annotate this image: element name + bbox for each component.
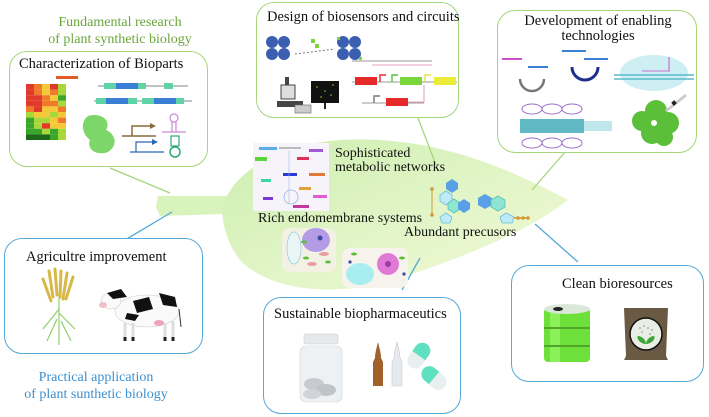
heatmap-cell — [34, 100, 42, 107]
heatmap-cell — [34, 95, 42, 101]
biofuel-barrel-icon — [544, 304, 590, 362]
heatmap-cell — [58, 134, 66, 140]
box-title-bioresources: Clean bioresources — [562, 276, 673, 292]
heatmap-cell — [42, 128, 50, 135]
ampoule-icon — [373, 342, 383, 386]
heatmap-cell — [58, 89, 66, 96]
heatmap-cell — [50, 117, 58, 124]
box-title-biopharma: Sustainable biopharmaceutics — [274, 306, 447, 322]
crispr-icon — [614, 55, 694, 91]
heatmap-cell — [42, 95, 50, 101]
heatmap-cell — [26, 100, 34, 107]
plant-cell-icon — [282, 228, 408, 288]
connector-agriculture — [124, 211, 173, 241]
heatmap-cell — [42, 100, 50, 107]
box-title-agriculture: Agricultre improvement — [26, 249, 167, 265]
box-biosensors: Design of biosensors and circuits — [256, 2, 460, 118]
heatmap-cell — [42, 134, 50, 140]
heatmap-cell — [42, 89, 50, 96]
heatmap-cell — [26, 123, 34, 129]
heatmap-cell — [26, 112, 34, 118]
heatmap-cell — [50, 95, 58, 101]
heatmap-cell — [50, 84, 58, 90]
genetic-circuit-icon — [352, 60, 457, 106]
heatmap-cell — [26, 134, 34, 140]
heatmap-cell — [42, 117, 50, 124]
box-title-enabling: Development of enabling technologies — [524, 13, 672, 44]
heatmap-cell — [58, 123, 66, 129]
heatmap-cell — [50, 112, 58, 118]
box-bioparts: Characterization of Bioparts — [9, 51, 208, 167]
heatmap-cell — [50, 128, 58, 135]
connector-enabling — [531, 151, 566, 191]
heatmap-cell — [58, 84, 66, 90]
plant-infiltration-icon — [632, 93, 687, 146]
heatmap-cell — [34, 123, 42, 129]
heatmap-cell — [50, 106, 58, 112]
section-label-practical: Practical application of plant sunthetic… — [24, 370, 168, 402]
promoter-icon — [122, 123, 164, 153]
section-label-fundamental: Fundamental research of plant synthetic … — [48, 15, 192, 47]
heatmap-cell — [50, 100, 58, 107]
box-bioresources: Clean bioresources — [511, 265, 704, 382]
heatmap-cell — [50, 134, 58, 140]
heatmap-cell — [42, 112, 50, 118]
box-title-bioparts: Characterization of Bioparts — [19, 56, 184, 72]
heatmap-icon — [26, 76, 78, 140]
connector-bioresources — [534, 223, 579, 263]
heatmap-cell — [34, 106, 42, 112]
heatmap-cell — [34, 134, 42, 140]
plasmid-assembly-icon — [502, 50, 608, 93]
metabolic-network-icon — [253, 143, 329, 211]
capsule-icon — [407, 342, 447, 390]
nanotube-icon — [520, 103, 612, 149]
box-biopharma: Sustainable biopharmaceutics — [263, 297, 461, 414]
leaf-text-endomembrane: Rich endomembrane systems — [258, 211, 423, 226]
heatmap-cell — [50, 123, 58, 129]
microscope-icon — [277, 77, 339, 114]
protein-icon — [82, 114, 115, 154]
box-title-biosensors: Design of biosensors and circuits — [267, 9, 460, 25]
wheat-icon — [41, 267, 76, 345]
box-enabling: Development of enabling technologies — [497, 10, 697, 153]
heatmap-cell — [58, 117, 66, 124]
heatmap-cell — [34, 128, 42, 135]
heatmap-cell — [34, 89, 42, 96]
precursor-molecule-icon — [430, 179, 530, 224]
heatmap-cell — [34, 84, 42, 90]
heatmap-cell — [58, 128, 66, 135]
heatmap-cell — [58, 106, 66, 112]
leaf-text-metabolic: Sophisticated metabolic networks — [335, 146, 446, 175]
heatmap-cell — [50, 89, 58, 96]
heatmap-cell — [26, 106, 34, 112]
gene-construct-icon — [94, 83, 192, 104]
connector-biosensors — [417, 117, 439, 171]
heatmap-legend — [56, 76, 78, 79]
heatmap-cell — [42, 84, 50, 90]
heatmap-cell — [34, 112, 42, 118]
heatmap-cell — [26, 117, 34, 124]
receptor-protein-icon — [266, 36, 362, 60]
leaf-text-precursors: Abundant precusors — [404, 225, 517, 240]
connector-bioparts — [109, 167, 171, 194]
heatmap-cell — [58, 112, 66, 118]
heatmap-cell — [42, 106, 50, 112]
leaf-stem — [156, 196, 240, 216]
vial-icon — [391, 341, 403, 387]
cow-icon — [99, 289, 182, 341]
heatmap-cell — [58, 100, 66, 107]
heatmap-cell — [26, 95, 34, 101]
pill-bottle-icon — [299, 333, 343, 403]
heatmap-cell — [26, 84, 34, 90]
fertilizer-bag-icon — [624, 308, 668, 360]
heatmap-cell — [26, 89, 34, 96]
heatmap-cell — [58, 95, 66, 101]
rna-hairpin-icon — [162, 113, 186, 158]
heatmap-cell — [26, 128, 34, 135]
heatmap-cell — [34, 117, 42, 124]
heatmap-cell — [42, 123, 50, 129]
box-agriculture: Agricultre improvement — [4, 238, 203, 354]
